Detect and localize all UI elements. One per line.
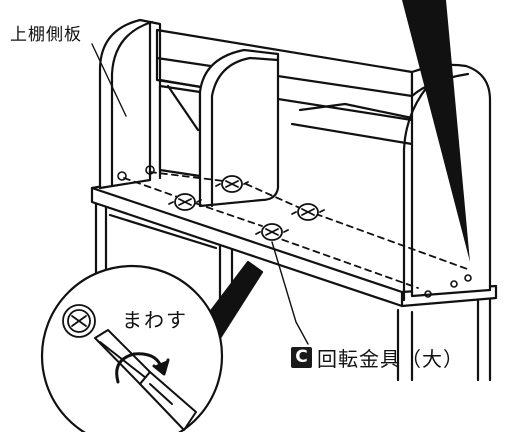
view-pointer: [402, 0, 470, 262]
alignment-lines: [123, 171, 471, 289]
fitting-leader: [271, 241, 309, 345]
rotation-arrow-icon: [115, 352, 170, 384]
divider-panel: [198, 48, 280, 208]
cam-fitting-icon: [168, 175, 325, 241]
magnifier-inset: [40, 260, 264, 432]
plus-slot-symbol-icon: [62, 304, 96, 338]
part-letter-badge: C: [291, 347, 312, 368]
upper-shelf-side-panel-label: 上棚側板: [10, 25, 82, 45]
dowel-holes: [117, 165, 472, 298]
left-side-panel: [98, 18, 162, 190]
phillips-screwdriver-icon: [94, 329, 197, 431]
side-panel-leader: [91, 43, 127, 117]
part-callout: C 回転金具（大）: [291, 343, 464, 372]
part-name-label: 回転金具（大）: [317, 347, 464, 371]
divider-panel-rear: [158, 84, 202, 178]
turn-instruction-label: まわす: [122, 308, 188, 332]
